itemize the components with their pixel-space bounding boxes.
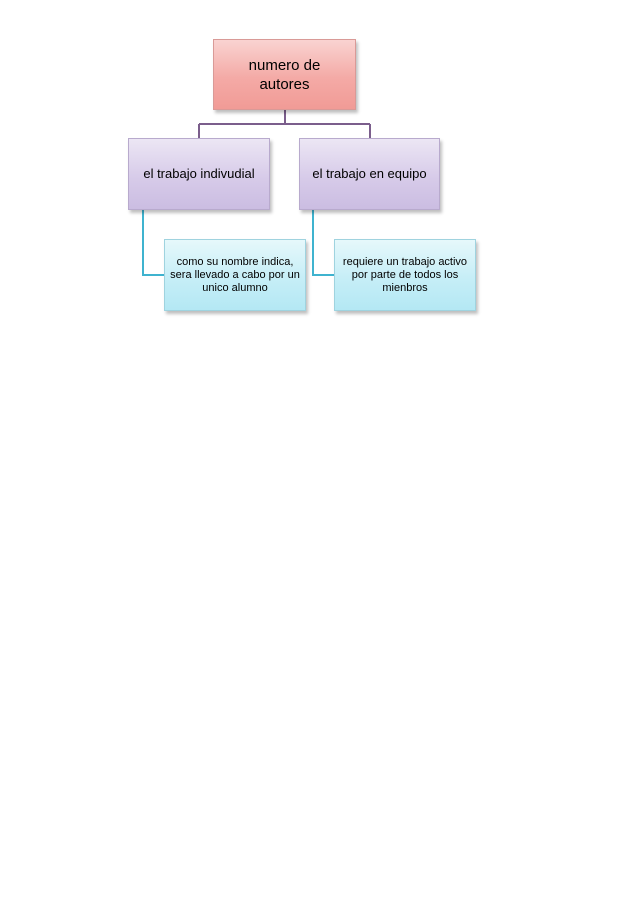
branch-node-individual-label: el trabajo indivudial <box>143 166 255 181</box>
branch-node-team-label: el trabajo en equipo <box>312 166 427 181</box>
root-node: numero de autores <box>213 39 356 110</box>
child-node-individual-label: como su nombre indica, sera llevado a ca… <box>170 255 300 294</box>
branch-node-team: el trabajo en equipo <box>299 138 440 210</box>
root-node-label: numero de autores <box>248 56 321 93</box>
child-node-individual: como su nombre indica, sera llevado a ca… <box>164 239 306 311</box>
connector-left-child <box>142 210 164 276</box>
child-node-team: requiere un trabajo activo por parte de … <box>334 239 476 311</box>
connector-right-child <box>312 210 334 276</box>
child-node-team-label: requiere un trabajo activo por parte de … <box>342 255 468 294</box>
branch-node-individual: el trabajo indivudial <box>128 138 270 210</box>
